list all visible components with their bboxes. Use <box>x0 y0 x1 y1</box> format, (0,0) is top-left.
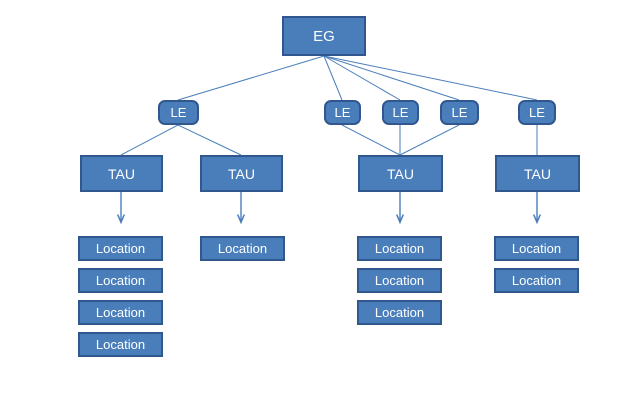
node-loc-a3[interactable]: Location <box>78 300 163 325</box>
node-label-tau4: TAU <box>524 165 551 182</box>
node-le2[interactable]: LE <box>324 100 361 125</box>
edge-eg-to-le2 <box>323 55 343 101</box>
node-label-le2: LE <box>334 105 351 120</box>
node-label-loc-c1: Location <box>374 241 425 256</box>
edge-eg-to-le3 <box>323 55 401 101</box>
node-label-loc-a2: Location <box>95 273 146 288</box>
edge-le1-to-tau1 <box>120 124 179 156</box>
edge-group <box>120 55 538 222</box>
edge-eg-to-le4 <box>323 55 460 101</box>
node-label-loc-b1: Location <box>217 241 268 256</box>
node-label-le4: LE <box>451 105 468 120</box>
node-label-loc-a1: Location <box>95 241 146 256</box>
node-loc-c3[interactable]: Location <box>357 300 442 325</box>
node-loc-b1[interactable]: Location <box>200 236 285 261</box>
edge-le2-to-tau3 <box>341 124 401 156</box>
node-tau4[interactable]: TAU <box>495 155 580 192</box>
node-loc-a2[interactable]: Location <box>78 268 163 293</box>
node-loc-a4[interactable]: Location <box>78 332 163 357</box>
node-le5[interactable]: LE <box>518 100 556 125</box>
node-label-loc-a4: Location <box>95 337 146 352</box>
node-le1[interactable]: LE <box>158 100 199 125</box>
node-label-loc-d1: Location <box>511 241 562 256</box>
node-label-tau3: TAU <box>387 165 414 182</box>
node-tau1[interactable]: TAU <box>80 155 163 192</box>
edge-eg-to-le5 <box>323 55 538 101</box>
node-tau2[interactable]: TAU <box>200 155 283 192</box>
node-label-eg: EG <box>313 27 335 45</box>
node-eg[interactable]: EG <box>282 16 366 56</box>
node-tau3[interactable]: TAU <box>358 155 443 192</box>
node-loc-c2[interactable]: Location <box>357 268 442 293</box>
node-label-le3: LE <box>392 105 409 120</box>
node-label-tau1: TAU <box>108 165 135 182</box>
node-loc-c1[interactable]: Location <box>357 236 442 261</box>
node-label-le1: LE <box>170 105 187 120</box>
node-label-tau2: TAU <box>228 165 255 182</box>
node-loc-d2[interactable]: Location <box>494 268 579 293</box>
node-label-loc-c3: Location <box>374 305 425 320</box>
edge-le1-to-tau2 <box>177 124 242 156</box>
node-le3[interactable]: LE <box>382 100 419 125</box>
node-label-le5: LE <box>529 105 545 120</box>
node-loc-a1[interactable]: Location <box>78 236 163 261</box>
node-label-loc-a3: Location <box>95 305 146 320</box>
edge-eg-to-le1 <box>177 55 325 101</box>
node-loc-d1[interactable]: Location <box>494 236 579 261</box>
node-label-loc-d2: Location <box>511 273 562 288</box>
node-le4[interactable]: LE <box>440 100 479 125</box>
edge-le4-to-tau3 <box>399 124 460 156</box>
node-label-loc-c2: Location <box>374 273 425 288</box>
